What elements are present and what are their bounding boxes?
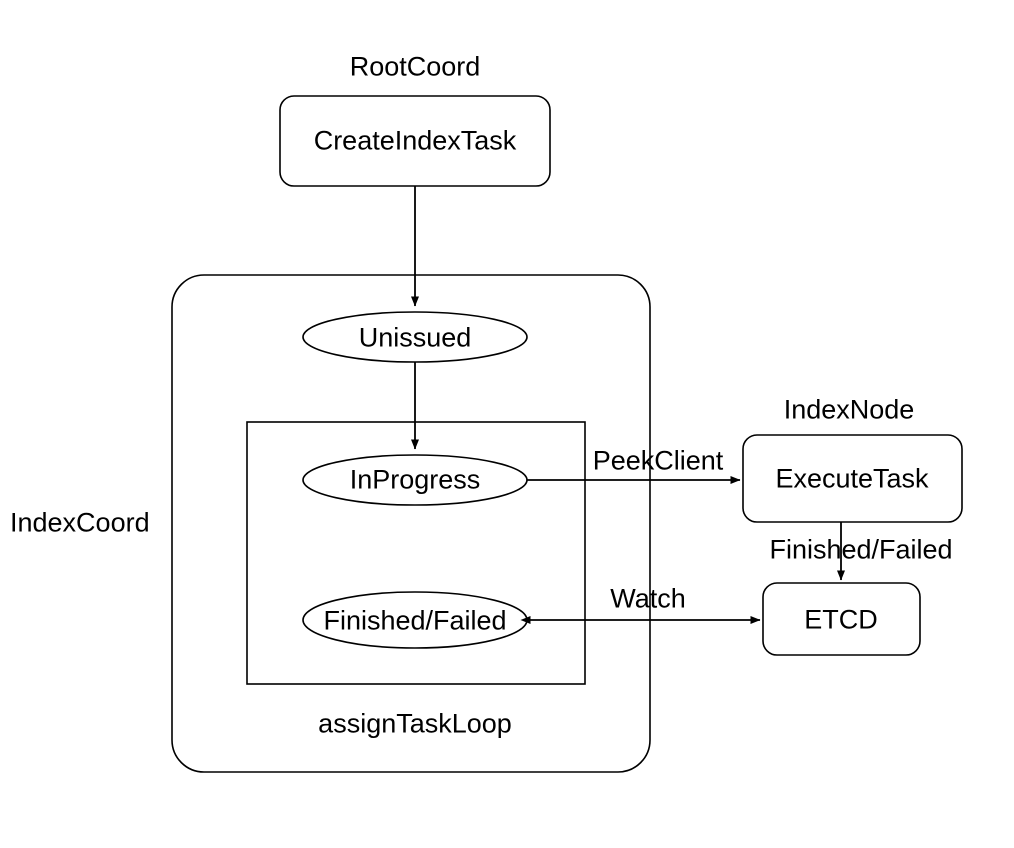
group-assigntaskloop-boundary (246, 421, 586, 685)
group-label-indexnode: IndexNode (783, 394, 915, 425)
node-label-inprogress[interactable]: InProgress (349, 464, 481, 495)
node-label-unissued[interactable]: Unissued (358, 322, 472, 353)
group-indexcoord-boundary (171, 274, 651, 773)
node-label-createindextask[interactable]: CreateIndexTask (313, 125, 517, 156)
node-etcd-shape[interactable] (762, 582, 921, 656)
edge-label-peekclient: PeekClient (592, 445, 724, 476)
group-label-assigntaskloop: assignTaskLoop (318, 708, 512, 739)
node-label-finishedfailed[interactable]: Finished/Failed (323, 605, 507, 636)
node-label-executetask[interactable]: ExecuteTask (775, 463, 929, 494)
edge-label-finished-failed: Finished/Failed (769, 534, 953, 565)
node-label-etcd[interactable]: ETCD (804, 604, 878, 635)
group-label-indexcoord: IndexCoord (10, 507, 150, 538)
edge-label-watch: Watch (610, 583, 686, 614)
group-label-rootcoord: RootCoord (349, 51, 481, 82)
node-executetask-shape[interactable] (742, 434, 963, 523)
